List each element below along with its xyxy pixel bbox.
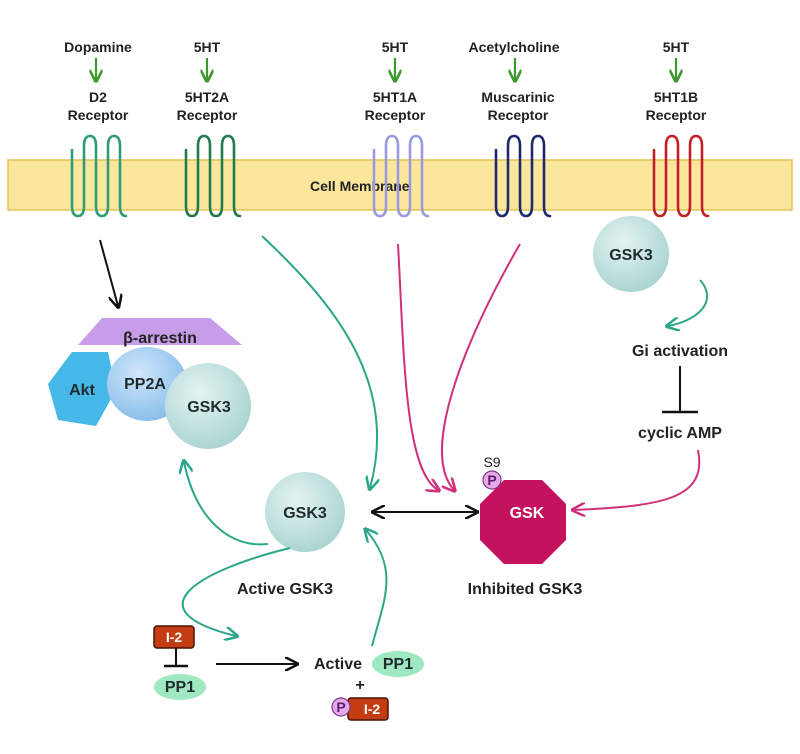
complex-gsk3-shape bbox=[165, 363, 251, 449]
active-gsk3-caption: Active GSK3 bbox=[237, 581, 333, 598]
receptor-5ht2a-suffix: Receptor bbox=[177, 107, 238, 123]
ligand-5ht-1a: 5HT bbox=[382, 39, 409, 55]
pp1-label: PP1 bbox=[165, 679, 195, 696]
receptor-d2-suffix: Receptor bbox=[68, 107, 129, 123]
arrow-5ht2a-to-active-gsk3 bbox=[261, 235, 377, 488]
receptor-5ht1b-suffix: Receptor bbox=[646, 107, 707, 123]
complex-gsk3-label: GSK3 bbox=[187, 399, 231, 416]
receptor-5ht1b-name: 5HT1B bbox=[654, 89, 698, 105]
receptor-muscarinic-glyph bbox=[494, 134, 552, 218]
active-pp1-label: PP1 bbox=[383, 656, 413, 673]
active-pp1-plus: + bbox=[355, 677, 364, 694]
inhibited-site-label: S9 bbox=[483, 454, 500, 470]
receptor-5ht1a-glyph bbox=[372, 134, 430, 218]
beta-arrestin-shape bbox=[78, 318, 242, 345]
inhibited-gsk-label: GSK bbox=[510, 505, 545, 522]
gi-activation-label: Gi activation bbox=[632, 343, 728, 360]
membrane-label: Cell Membrane bbox=[310, 178, 410, 194]
receptor-muscarinic-name: Muscarinic bbox=[481, 89, 554, 105]
active-pp1-prefix: Active bbox=[314, 656, 362, 673]
akt-shape bbox=[48, 352, 116, 426]
i2-label: I-2 bbox=[166, 629, 183, 645]
ligand-acetylcholine: Acetylcholine bbox=[468, 39, 559, 55]
ligand-5ht-1b: 5HT bbox=[663, 39, 690, 55]
i2-box bbox=[153, 625, 195, 649]
arrow-gsk3-to-gi bbox=[668, 279, 709, 326]
arrow-d2-to-arrestin bbox=[99, 239, 118, 306]
arrow-active-gsk3-to-complex bbox=[184, 462, 269, 546]
membrane-gsk3-label: GSK3 bbox=[609, 247, 653, 264]
inhibited-gsk3-caption: Inhibited GSK3 bbox=[468, 581, 583, 598]
ligand-arrows bbox=[96, 58, 676, 80]
receptor-muscarinic-suffix: Receptor bbox=[488, 107, 549, 123]
beta-arrestin-label: β-arrestin bbox=[123, 330, 197, 347]
receptor-5ht1a-suffix: Receptor bbox=[365, 107, 426, 123]
akt-label: Akt bbox=[69, 382, 95, 399]
receptor-5ht1b-glyph bbox=[652, 134, 710, 218]
active-gsk3-node-label: GSK3 bbox=[283, 505, 327, 522]
arrow-muscarinic-to-inhibited bbox=[441, 243, 521, 490]
receptor-d2-glyph bbox=[70, 134, 128, 218]
cyclic-amp-label: cyclic AMP bbox=[638, 425, 722, 442]
ligand-5ht-2a: 5HT bbox=[194, 39, 221, 55]
cell-membrane bbox=[7, 159, 793, 211]
phospho-i2-label: I-2 bbox=[364, 701, 381, 717]
receptor-5ht2a-glyph bbox=[184, 134, 242, 218]
arrow-active-gsk3-to-pp1-loop bbox=[181, 547, 291, 636]
inhibited-gsk-shape bbox=[480, 480, 566, 564]
inhibited-phospho-label: P bbox=[487, 472, 496, 488]
active-gsk3-shape bbox=[265, 472, 345, 552]
phospho-i2-phospho-label: P bbox=[336, 699, 345, 715]
receptor-d2-name: D2 bbox=[89, 89, 107, 105]
arrow-camp-to-inhibited bbox=[574, 449, 701, 510]
arrow-5ht1a-to-inhibited bbox=[397, 243, 438, 490]
receptor-5ht2a-name: 5HT2A bbox=[185, 89, 229, 105]
phospho-i2-phospho-shape bbox=[331, 697, 351, 717]
ligand-dopamine: Dopamine bbox=[64, 39, 132, 55]
active-pp1-shape bbox=[372, 651, 424, 677]
arrow-active-pp1-to-active-gsk3 bbox=[366, 530, 388, 647]
pp1-shape bbox=[154, 674, 206, 700]
pp2a-label: PP2A bbox=[124, 376, 166, 393]
inhibited-phospho-shape bbox=[482, 470, 502, 490]
membrane-gsk3-shape bbox=[593, 216, 669, 292]
receptor-5ht1a-name: 5HT1A bbox=[373, 89, 417, 105]
